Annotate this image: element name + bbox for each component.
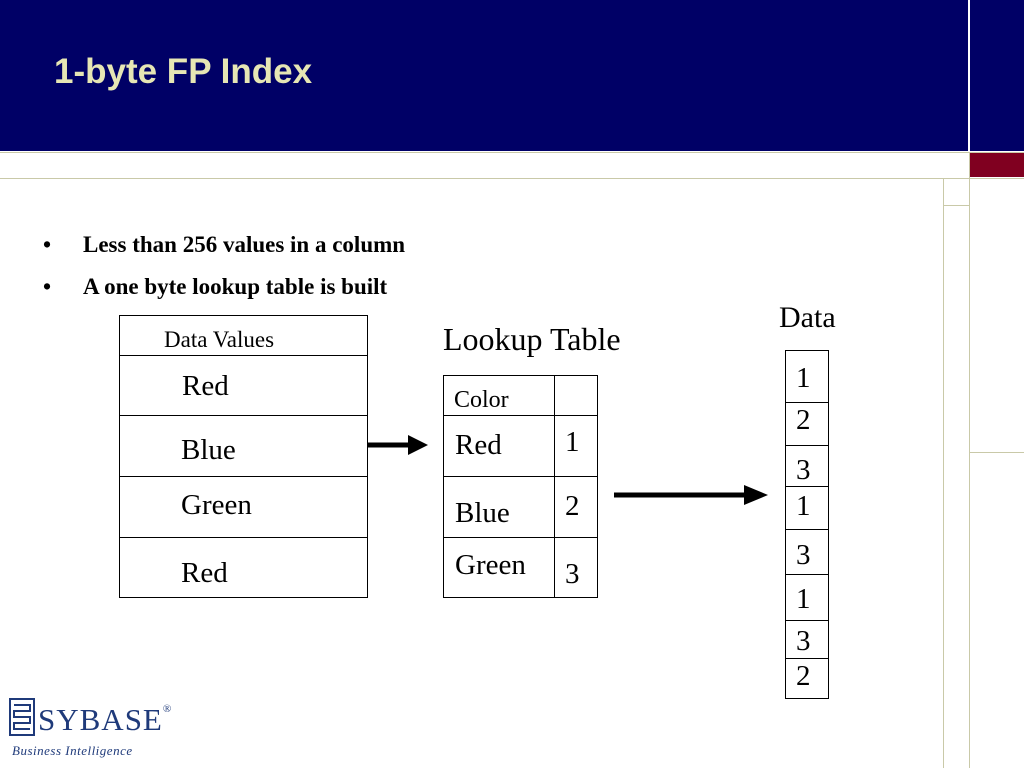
data-column-cell: 3 (796, 454, 811, 486)
lookup-code-cell: 1 (565, 426, 580, 458)
data-values-table (119, 315, 368, 598)
table-row-divider (785, 402, 829, 403)
table-row-divider (443, 476, 598, 477)
table-row-divider (119, 476, 368, 477)
lookup-table (443, 375, 598, 598)
frame-line-right-inner (943, 178, 944, 768)
data-value-cell: Blue (181, 434, 236, 466)
table-row-divider (119, 415, 368, 416)
lookup-table-title: Lookup Table (443, 321, 621, 357)
table-column-divider (554, 375, 555, 598)
header-divider (0, 152, 1024, 153)
bullet-text: Less than 256 values in a column (83, 232, 406, 257)
lookup-table-header: Color (454, 387, 509, 413)
bullet-text: A one byte lookup table is built (83, 274, 388, 299)
table-row-divider (119, 537, 368, 538)
data-column-title: Data (779, 301, 836, 334)
bullet-item: • A one byte lookup table is built (43, 274, 387, 300)
table-row-divider (785, 529, 829, 530)
data-value-cell: Red (182, 370, 229, 402)
table-row-divider (785, 574, 829, 575)
accent-block (970, 153, 1024, 177)
slide-title: 1-byte FP Index (54, 52, 313, 91)
sybase-logo-wordmark: SYBASE® (38, 702, 173, 737)
lookup-color-cell: Red (455, 429, 502, 461)
table-row-divider (785, 620, 829, 621)
data-value-cell: Red (181, 557, 228, 589)
table-row-divider (785, 658, 829, 659)
table-row-divider (443, 415, 598, 416)
table-row-divider (119, 355, 368, 356)
logo-name: SYBASE (38, 702, 163, 737)
lookup-code-cell: 3 (565, 558, 580, 590)
registered-mark: ® (162, 703, 173, 715)
data-column (785, 350, 829, 699)
frame-line-top (0, 178, 1024, 179)
header-side-block (970, 0, 1024, 151)
data-column-cell: 3 (796, 539, 811, 571)
data-column-cell: 1 (796, 362, 811, 394)
data-column-cell: 2 (796, 660, 811, 692)
table-row-divider (443, 537, 598, 538)
bullet-symbol: • (43, 274, 52, 299)
logo-tagline: Business Intelligence (12, 743, 133, 758)
table-row-divider (785, 486, 829, 487)
data-values-header: Data Values (164, 327, 275, 352)
lookup-color-cell: Green (455, 549, 526, 581)
data-column-cell: 2 (796, 404, 811, 436)
bullet-item: • Less than 256 values in a column (43, 232, 405, 258)
sybase-logo-icon (9, 698, 35, 736)
lookup-code-cell: 2 (565, 490, 580, 522)
bullet-symbol: • (43, 232, 52, 257)
data-column-cell: 1 (796, 490, 811, 522)
arrow-right-icon (614, 485, 768, 505)
data-column-cell: 3 (796, 625, 811, 657)
frame-tick (943, 205, 970, 206)
title-bar (0, 0, 968, 151)
table-row-divider (785, 445, 829, 446)
data-value-cell: Green (181, 489, 252, 521)
data-column-cell: 1 (796, 583, 811, 615)
frame-tick-lower (969, 452, 1024, 453)
lookup-color-cell: Blue (455, 497, 510, 529)
arrow-right-icon (368, 435, 428, 455)
frame-line-right-outer (969, 152, 970, 768)
